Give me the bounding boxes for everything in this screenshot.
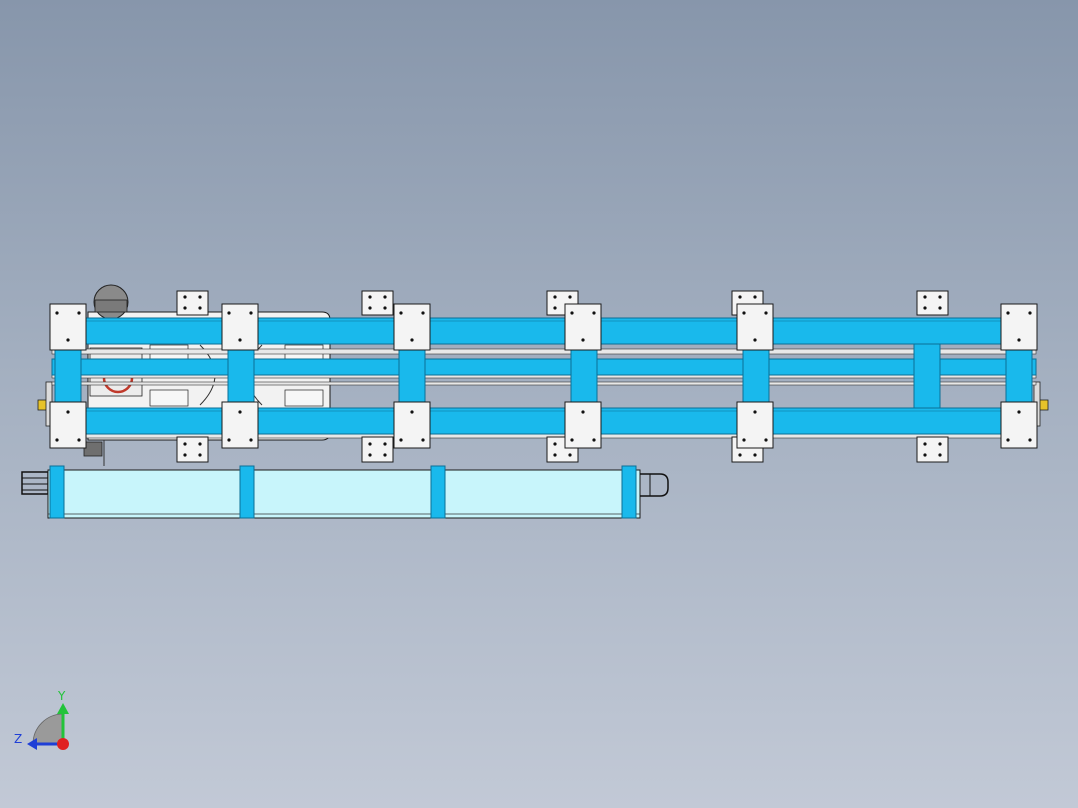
origin-dot-icon (57, 738, 69, 750)
joint-plate (564, 303, 602, 351)
joint-plate (564, 401, 602, 449)
belt-surface (47, 469, 641, 519)
mount-bracket (176, 436, 209, 463)
mount-bracket (361, 436, 394, 463)
middle-beam (51, 358, 1037, 376)
joint-plate (221, 303, 259, 351)
bottom-beam (51, 407, 1037, 435)
top-joint-plates (49, 303, 1038, 351)
z-axis-label: Z (14, 732, 22, 746)
sensor-box (83, 441, 103, 457)
top-mounting-brackets (176, 290, 949, 316)
joint-plate (221, 401, 259, 449)
top-beam (51, 317, 1037, 345)
horizontal-beams (51, 317, 1037, 435)
cable-chain-right (640, 473, 669, 497)
coordinate-triad: Y Z (14, 689, 69, 750)
belt-support-posts (49, 465, 637, 519)
joint-plate (393, 401, 431, 449)
belt-conveyor (21, 465, 669, 519)
mount-bracket (916, 290, 949, 316)
cable-chain-left (21, 471, 49, 495)
bottom-joint-plates (49, 401, 1038, 449)
joint-plate (1000, 303, 1038, 351)
y-axis-label: Y (57, 689, 66, 703)
vertical-posts (54, 339, 1033, 413)
frame-assembly (37, 284, 1049, 466)
joint-plate (49, 303, 87, 351)
triad-arc (32, 713, 64, 745)
mount-bracket (546, 290, 579, 316)
joint-plate (736, 401, 774, 449)
mount-bracket (916, 436, 949, 463)
joint-plate (393, 303, 431, 351)
joint-plate (49, 401, 87, 449)
mount-bracket (176, 290, 209, 316)
joint-plate (736, 303, 774, 351)
joint-plate (1000, 401, 1038, 449)
bottom-mounting-brackets (176, 436, 949, 463)
mount-bracket (361, 290, 394, 316)
